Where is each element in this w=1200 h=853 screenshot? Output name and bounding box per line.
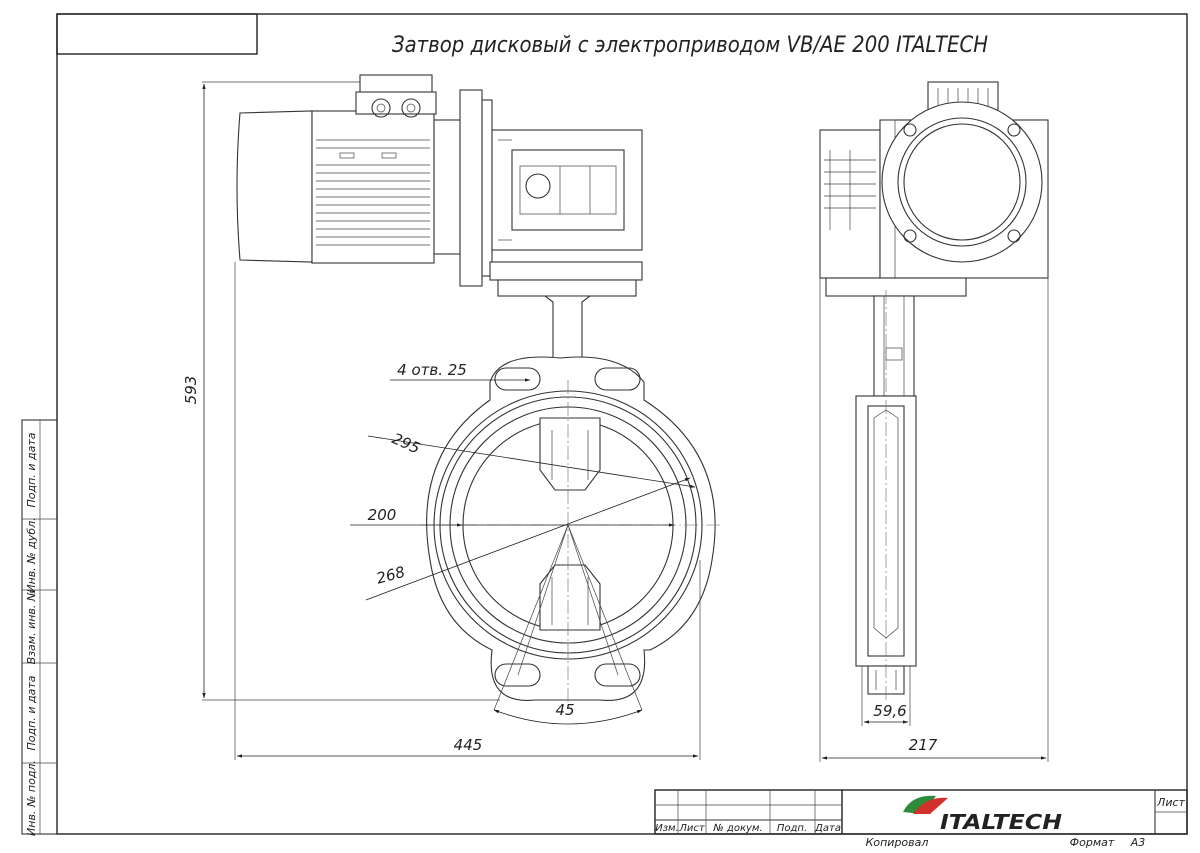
front-dimensions: 593 445 4 отв. 25 295 200 268 45 [182,81,701,760]
drawing-title: Затвор дисковый с электроприводом VB/AE … [392,33,988,58]
dim-thickness: 59,6 [873,702,906,720]
motor-body [311,110,435,264]
stamp-label-4: Инв. № дубл. [25,517,38,592]
bolt-hole-bottom-right [594,663,641,687]
stem-hub-top [539,417,601,491]
tb-format-value: A3 [1130,836,1146,849]
dim-length: 445 [454,736,483,754]
tb-header-sheet: Лист [678,823,706,834]
bolt-hole-bottom-left [494,663,541,687]
dim-width: 217 [909,736,938,754]
stamp-label-5: Подп. и дата [25,432,38,507]
stamp-label-1: Инв. № подл. [25,760,38,836]
stamp-label-2: Подп. и дата [25,675,38,750]
dim-seat: 268 [375,563,407,588]
tb-sheet-label: Лист [1156,796,1185,809]
motor-end-cap [236,110,313,263]
gearbox [491,129,643,251]
logo-text: ITALTECH [940,810,1062,834]
tb-header-sign: Подп. [777,823,807,834]
motor-flange [433,119,461,255]
tb-header-doc: № докум. [712,823,762,834]
front-view [236,74,720,711]
title-block: Изм. Лист № докум. Подп. Дата Лист ITALT… [654,789,1188,849]
side-mounting-plate [825,277,967,297]
side-neck [873,295,915,397]
bolt-hole-top-left [494,367,541,391]
dim-height: 593 [182,376,200,405]
tb-format-label: Формат [1070,836,1115,849]
motor-fins [316,139,430,246]
top-left-box [56,13,258,55]
side-motor-housing [881,101,1043,263]
side-view [819,81,1049,700]
side-stamp: Инв. № подл. Подп. и дата Взам. инв. № И… [21,419,58,836]
dim-bolt-circle: 295 [389,429,422,457]
mounting-plate [489,261,643,281]
dim-holes: 4 отв. 25 [397,361,467,379]
valve-body [426,356,716,701]
stamp-label-3: Взам. инв. № [25,590,38,665]
italtech-logo: ITALTECH [903,795,1062,834]
tb-copied: Копировал [866,836,929,849]
tb-header-change: Изм. [655,823,679,834]
stem-hub-bottom [539,564,601,631]
dim-angle: 45 [555,701,574,719]
tb-header-date: Дата [814,823,841,834]
bolt-hole-top-right [594,367,641,391]
dim-bore: 200 [368,506,397,524]
side-dimensions: 59,6 217 [819,130,1049,762]
